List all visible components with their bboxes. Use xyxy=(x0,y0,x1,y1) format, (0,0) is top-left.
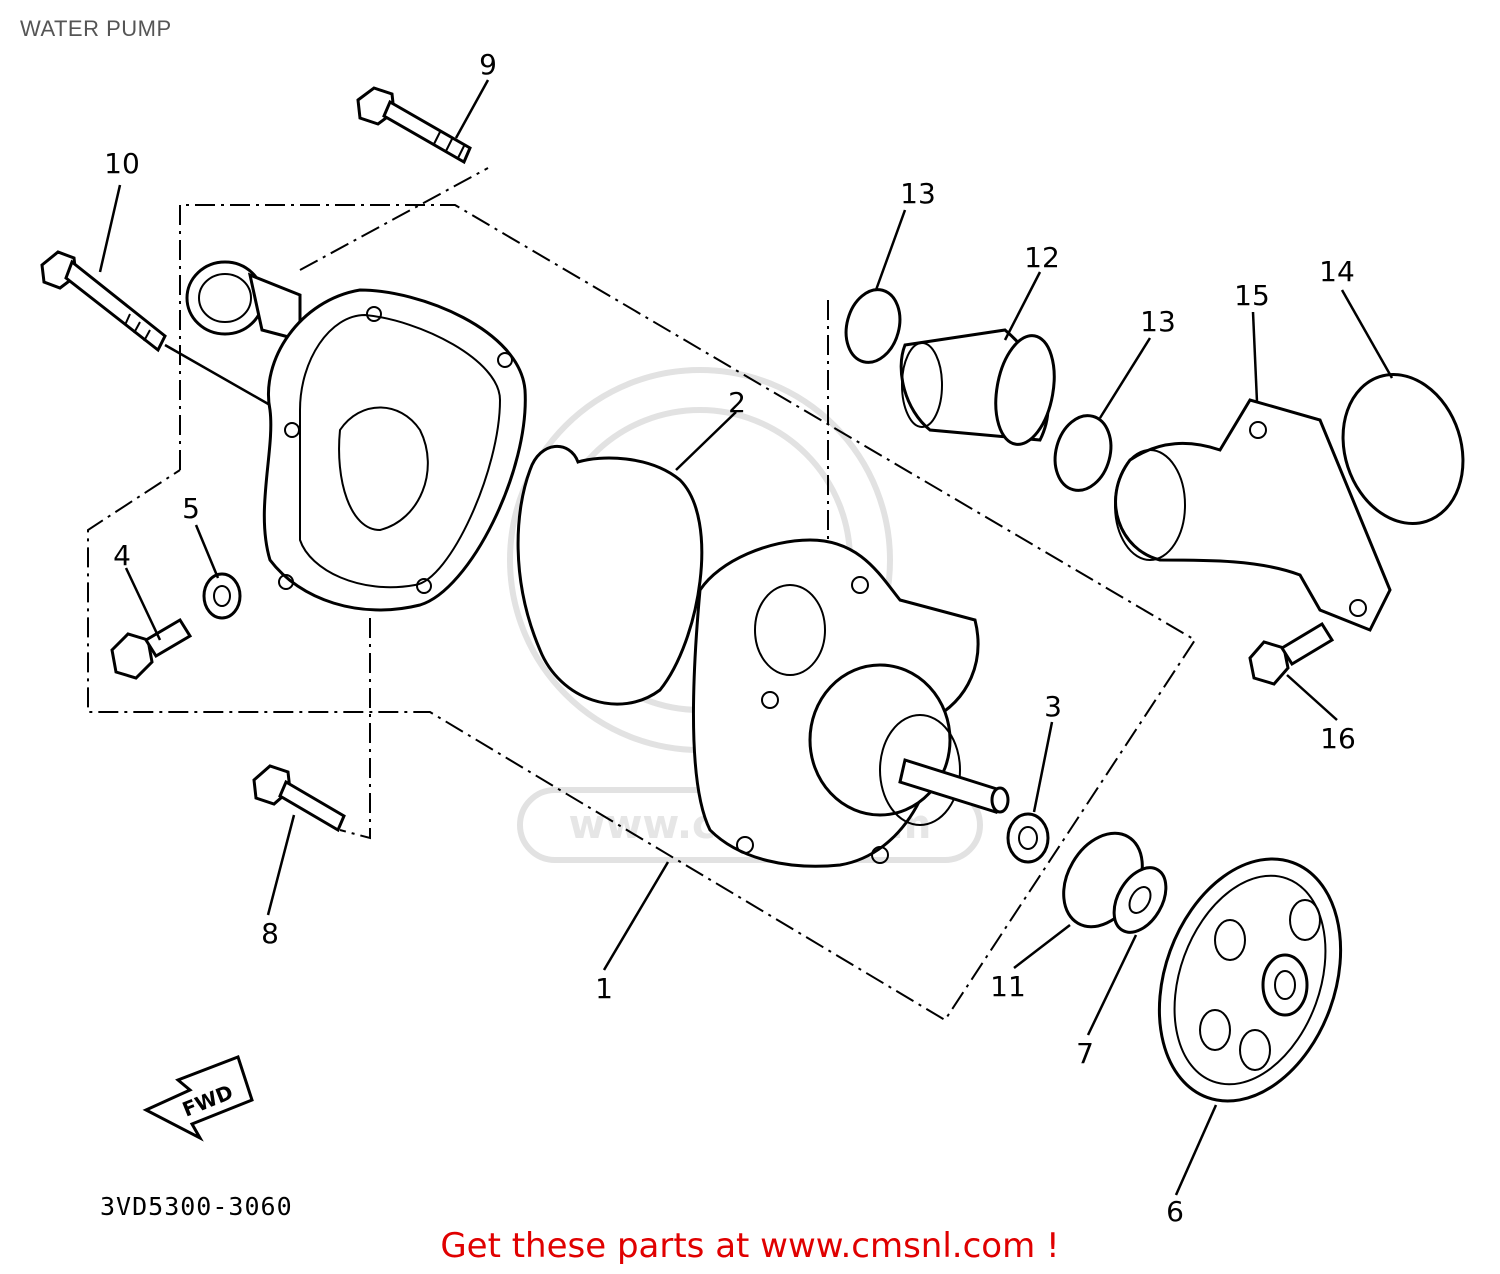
leader-11 xyxy=(1013,924,1071,969)
callout-4: 4 xyxy=(113,539,131,572)
callout-2: 2 xyxy=(728,386,746,419)
leader-12 xyxy=(1003,271,1042,341)
leader-9 xyxy=(454,79,490,139)
callout-13-upper: 13 xyxy=(900,177,936,210)
leader-8 xyxy=(266,814,296,916)
callout-11: 11 xyxy=(990,970,1026,1003)
callout-15: 15 xyxy=(1234,279,1270,312)
callouts: 9 10 5 4 8 2 13 12 13 15 14 16 3 1 11 7 … xyxy=(104,48,1356,1228)
callout-1: 1 xyxy=(595,972,613,1005)
callout-12: 12 xyxy=(1024,241,1060,274)
callout-10: 10 xyxy=(104,147,140,180)
leader-14 xyxy=(1340,289,1394,379)
callout-9: 9 xyxy=(479,48,497,81)
oring-13-lower xyxy=(1053,414,1113,492)
leader-7 xyxy=(1086,934,1138,1036)
pump-housing-1 xyxy=(691,538,1010,868)
callout-14: 14 xyxy=(1319,255,1355,288)
bolt-4 xyxy=(110,617,193,680)
callout-6: 6 xyxy=(1166,1195,1184,1228)
callout-8: 8 xyxy=(261,917,279,950)
bolt-16 xyxy=(1248,621,1335,686)
pump-cover xyxy=(185,260,527,612)
bolt-9 xyxy=(356,86,472,165)
callout-16: 16 xyxy=(1320,722,1356,755)
diagram-reference-code: 3VD5300-3060 xyxy=(100,1192,293,1221)
gasket-2 xyxy=(516,445,704,706)
callout-7: 7 xyxy=(1076,1037,1094,1070)
circlip-3 xyxy=(1006,812,1050,864)
leader-16 xyxy=(1286,674,1338,721)
promo-link[interactable]: Get these parts at www.cmsnl.com ! xyxy=(440,1226,1060,1266)
bolt-8 xyxy=(252,764,346,833)
callout-13-lower: 13 xyxy=(1140,305,1176,338)
page-title: WATER PUMP xyxy=(20,16,172,41)
washer-7 xyxy=(1112,866,1168,934)
leader-15 xyxy=(1251,311,1259,403)
leader-13a xyxy=(874,209,907,291)
leader-3 xyxy=(1032,721,1054,813)
callout-3: 3 xyxy=(1044,690,1062,723)
leader-10 xyxy=(98,184,122,273)
bolt-10 xyxy=(40,250,271,407)
leader-5 xyxy=(194,524,220,579)
leader-4 xyxy=(124,567,162,641)
impeller-gear-6 xyxy=(1157,857,1343,1103)
leader-2 xyxy=(675,411,737,471)
oring-14 xyxy=(1341,373,1465,525)
pipe-12 xyxy=(899,328,1056,446)
washer-5 xyxy=(202,572,242,620)
leader-6 xyxy=(1174,1104,1218,1196)
forward-arrow: FWD xyxy=(142,1055,254,1142)
leader-13b xyxy=(1098,337,1152,419)
leader-lines xyxy=(98,79,1394,1196)
outlet-elbow-15 xyxy=(1114,398,1392,632)
leader-1 xyxy=(602,861,670,971)
callout-5: 5 xyxy=(182,492,200,525)
oring-13-upper xyxy=(844,288,902,364)
